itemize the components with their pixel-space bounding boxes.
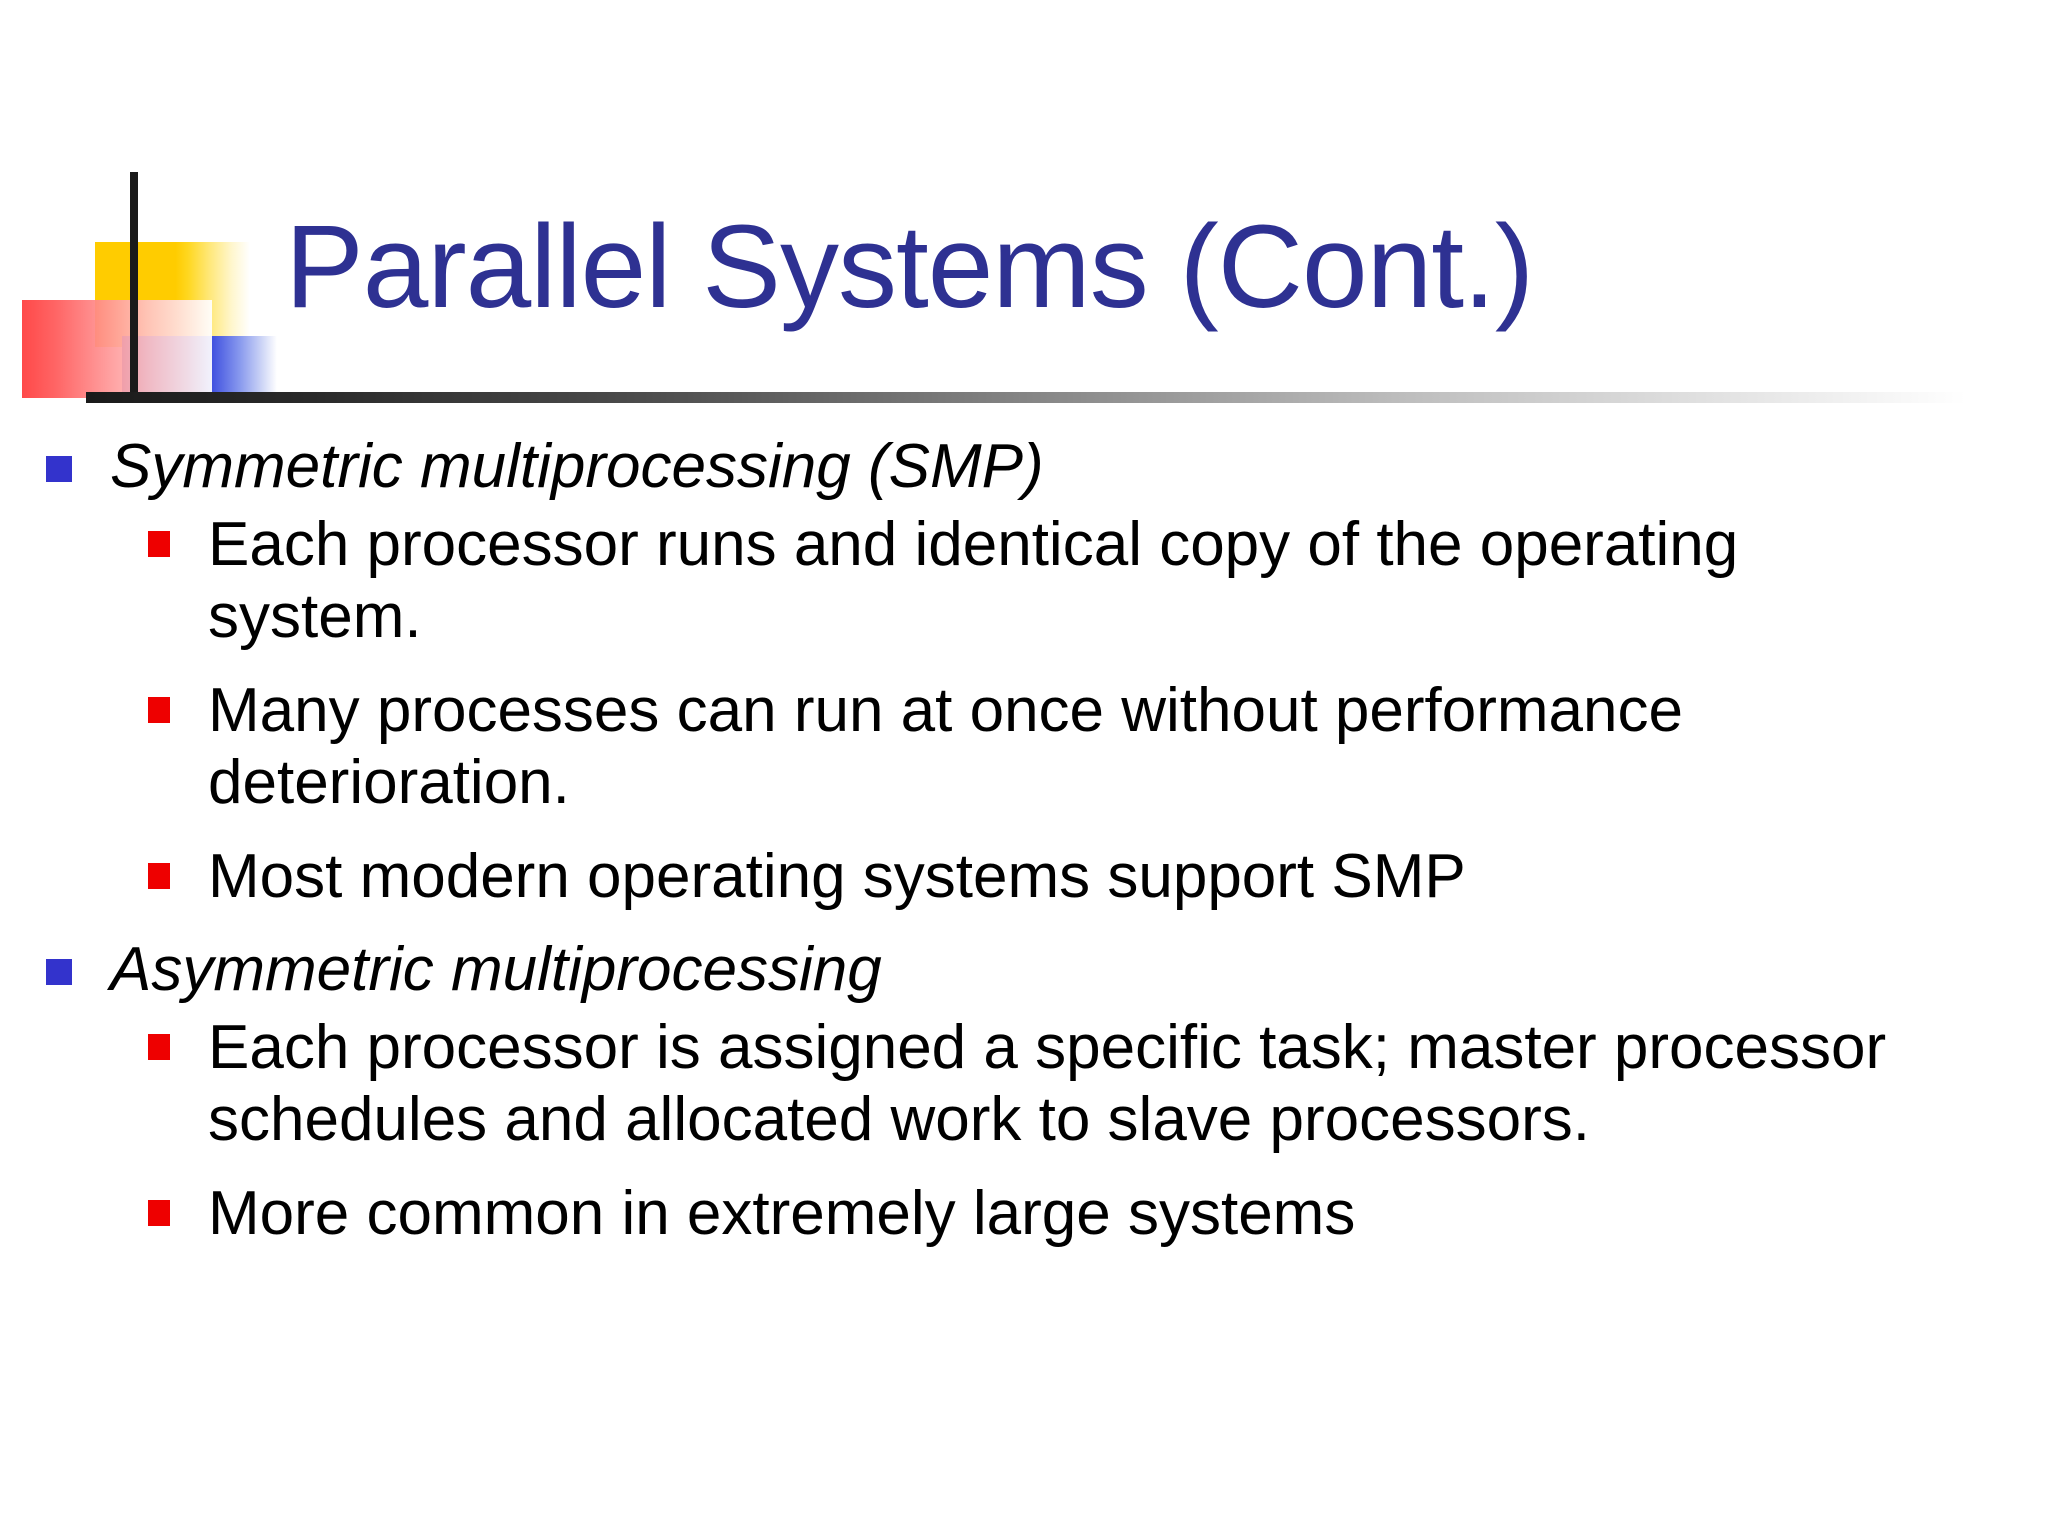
bullet-square-icon [148, 1200, 170, 1227]
bullet-square-icon [46, 456, 72, 482]
bullet-square-icon [148, 863, 170, 890]
list-item: More common in extremely large systems [0, 1178, 2048, 1250]
bullet-text: More common in extremely large systems [208, 1179, 1356, 1249]
bullet-square-icon [148, 697, 170, 724]
bullet-text: Many processes can run at once without p… [208, 676, 1683, 818]
slide-body: Symmetric multiprocessing (SMP) Each pro… [0, 432, 2048, 1272]
bullet-text: Asymmetric multiprocessing [110, 934, 882, 1004]
bullet-square-icon [148, 1034, 170, 1061]
slide-header: Parallel Systems (Cont.) [0, 0, 2048, 420]
bullet-square-icon [46, 958, 72, 985]
list-item: Symmetric multiprocessing (SMP) [0, 432, 2048, 501]
bullet-square-icon [148, 531, 170, 558]
list-item: Each processor runs and identical copy o… [0, 509, 2048, 653]
bullet-text: Most modern operating systems support SM… [208, 842, 1466, 912]
decoration-red-square [22, 300, 212, 398]
list-item: Each processor is assigned a specific ta… [0, 1012, 2048, 1156]
decoration-horizontal-rule [86, 392, 1966, 403]
bullet-text: Symmetric multiprocessing (SMP) [110, 432, 1044, 501]
decoration-vertical-rule [130, 172, 138, 400]
bullet-text: Each processor runs and identical copy o… [208, 510, 1739, 652]
page-title: Parallel Systems (Cont.) [285, 201, 1534, 333]
list-item: Asymmetric multiprocessing [0, 935, 2048, 1004]
list-item: Many processes can run at once without p… [0, 675, 2048, 819]
bullet-text: Each processor is assigned a specific ta… [208, 1013, 1887, 1155]
list-item: Most modern operating systems support SM… [0, 841, 2048, 913]
